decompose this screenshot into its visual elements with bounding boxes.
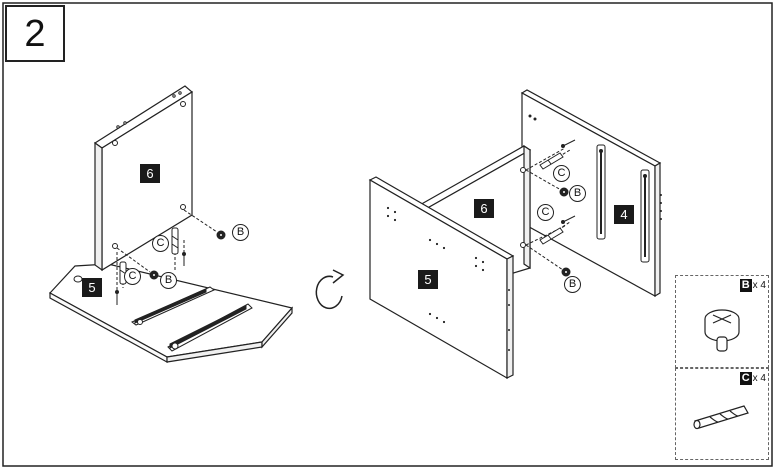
panel-label-4-right: 4 bbox=[614, 205, 634, 224]
step-number: 2 bbox=[24, 13, 46, 55]
left-upright-holes bbox=[112, 91, 186, 249]
rotate-arrow-icon bbox=[315, 269, 345, 310]
right-panel5-dots bbox=[386, 206, 510, 351]
callout-b-right-upper: B bbox=[569, 185, 586, 202]
legend-box-b: B x 4 bbox=[675, 275, 769, 368]
callout-b-right-lower: B bbox=[564, 276, 581, 293]
panel-label-6-right: 6 bbox=[474, 199, 494, 218]
callout-b-left-lower: B bbox=[160, 272, 177, 289]
legend-count-c: x 4 bbox=[752, 373, 766, 384]
legend-tag-c: C x 4 bbox=[739, 372, 766, 385]
dowel-icon bbox=[693, 405, 749, 430]
right-panel4-holes bbox=[528, 114, 662, 220]
left-dowels bbox=[119, 227, 179, 285]
legend-box-c: C x 4 bbox=[675, 368, 769, 460]
cam-lock-icon bbox=[704, 309, 740, 352]
callout-c-left-lower: C bbox=[124, 268, 141, 285]
right-side-panel-4 bbox=[520, 89, 662, 298]
right-screws bbox=[561, 139, 576, 224]
panel-label-5-right: 5 bbox=[418, 270, 438, 289]
left-cam-locks bbox=[149, 230, 226, 280]
right-front-panel-5 bbox=[368, 176, 515, 380]
legend-letter-b: B bbox=[739, 279, 752, 292]
callout-c-left-upper: C bbox=[152, 235, 169, 252]
panel-label-6-left: 6 bbox=[140, 164, 160, 183]
callout-c-right-upper: C bbox=[553, 165, 570, 182]
right-panel6-holes bbox=[520, 167, 526, 248]
left-screws bbox=[115, 252, 186, 305]
step-number-box: 2 bbox=[5, 5, 65, 62]
legend-letter-c: C bbox=[739, 372, 752, 385]
legend-count-b: x 4 bbox=[752, 280, 766, 291]
right-dowels bbox=[539, 152, 564, 245]
left-drawer-rails bbox=[131, 286, 253, 352]
panel-label-5-left: 5 bbox=[82, 278, 102, 297]
callout-b-left-upper: B bbox=[232, 224, 249, 241]
left-base-cam-hole bbox=[73, 275, 83, 283]
right-cam-locks bbox=[559, 187, 571, 277]
right-panel4-rails bbox=[596, 144, 650, 263]
callout-c-right-lower: C bbox=[537, 204, 554, 221]
legend-tag-b: B x 4 bbox=[739, 279, 766, 292]
left-base-panel bbox=[49, 263, 294, 364]
